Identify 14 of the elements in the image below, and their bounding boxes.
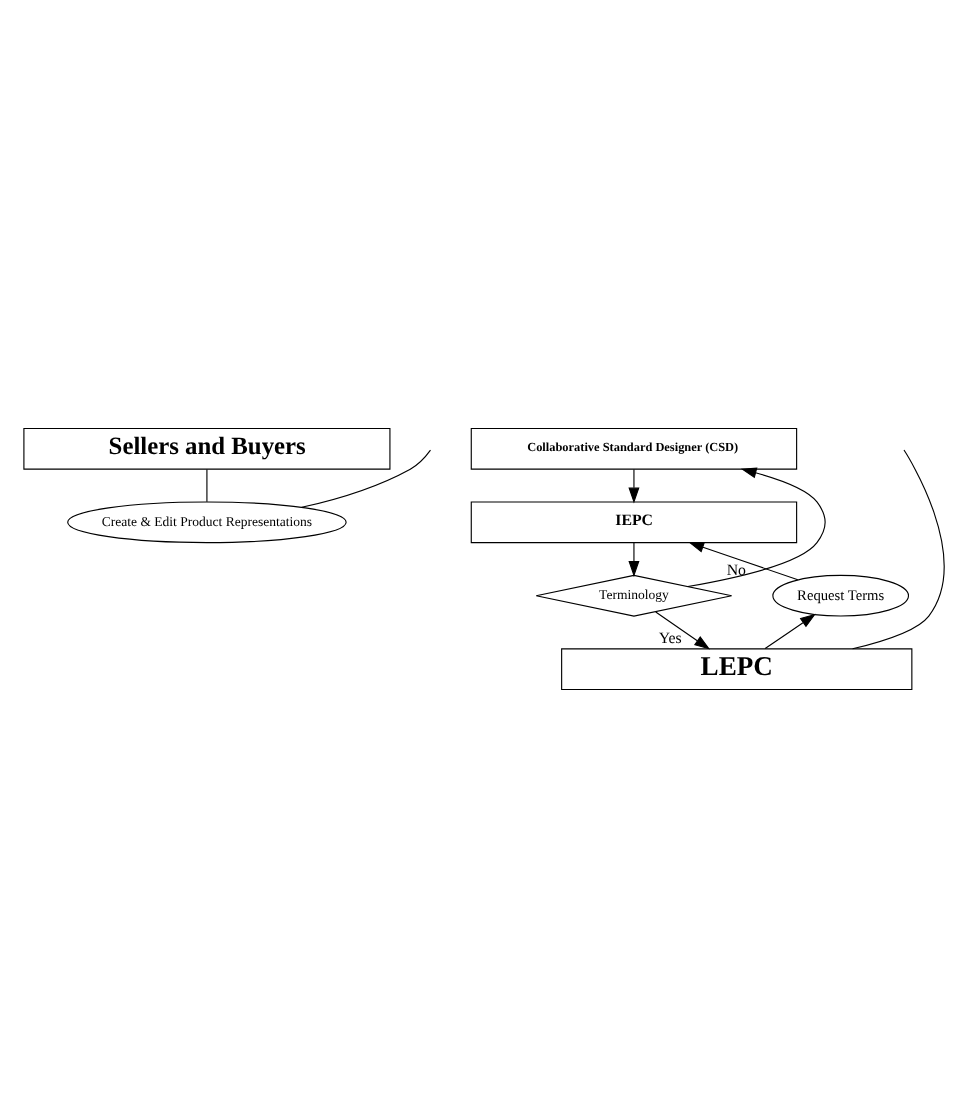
arrow: [764, 613, 816, 650]
connector: [852, 449, 945, 650]
arrow: [688, 542, 799, 581]
connector: [206, 468, 208, 503]
arrow: [628, 468, 640, 504]
arrow: [655, 611, 711, 650]
connector: [301, 449, 432, 508]
arrow: [687, 467, 826, 588]
node-box: LEPC: [561, 648, 913, 691]
edge-label: No: [726, 560, 747, 579]
edge-label: Yes: [658, 628, 682, 647]
arrow: [628, 542, 640, 577]
node-box: Sellers and Buyers: [23, 427, 391, 470]
node-box: IEPC: [470, 501, 798, 544]
